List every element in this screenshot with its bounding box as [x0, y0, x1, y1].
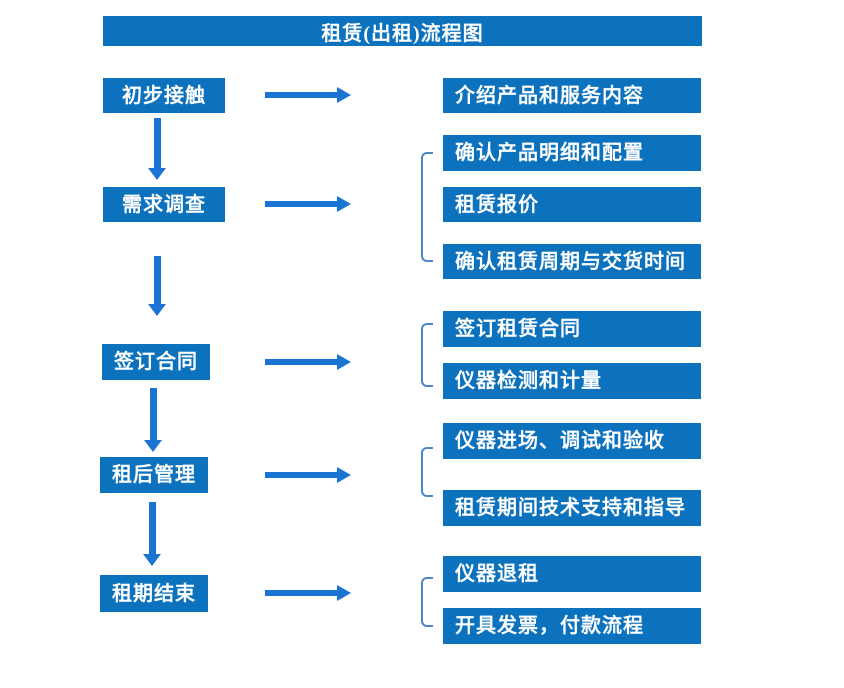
group-bracket	[421, 152, 433, 262]
arrow-down-icon	[148, 118, 166, 180]
arrow-head	[337, 467, 351, 483]
detail-box-confirm-rental-period-delivery: 确认租赁周期与交货时间	[443, 244, 701, 279]
detail-box-instrument-entry-debug-acceptance: 仪器进场、调试和验收	[443, 423, 701, 459]
arrow-right-icon	[265, 585, 351, 601]
arrow-right-icon	[265, 467, 351, 483]
arrow-right-icon	[265, 354, 351, 370]
stage-box-post-rental-management: 租后管理	[100, 457, 208, 493]
group-bracket	[421, 447, 433, 497]
arrow-shaft	[265, 359, 337, 365]
arrow-shaft	[265, 201, 337, 207]
arrow-head	[143, 554, 161, 566]
detail-box-invoice-payment-process: 开具发票，付款流程	[443, 608, 701, 644]
detail-box-sign-rental-contract: 签订租赁合同	[443, 311, 701, 347]
arrow-shaft	[153, 256, 161, 304]
arrow-shaft	[148, 502, 156, 554]
arrow-shaft	[153, 118, 161, 168]
arrow-head	[148, 304, 166, 316]
group-bracket	[421, 577, 433, 627]
arrow-shaft	[265, 92, 337, 98]
detail-box-introduce-products-services: 介绍产品和服务内容	[443, 78, 701, 113]
arrow-head	[337, 196, 351, 212]
arrow-shaft	[149, 388, 157, 440]
detail-box-confirm-product-details: 确认产品明细和配置	[443, 135, 701, 171]
arrow-shaft	[265, 472, 337, 478]
arrow-head	[337, 87, 351, 103]
group-bracket	[421, 323, 433, 387]
stage-box-sign-contract: 签订合同	[102, 344, 210, 380]
arrow-down-icon	[144, 388, 162, 452]
arrow-down-icon	[148, 256, 166, 316]
arrow-head	[148, 168, 166, 180]
flowchart-title: 租赁(出租)流程图	[103, 16, 702, 46]
stage-box-initial-contact: 初步接触	[103, 78, 225, 113]
detail-box-instrument-return: 仪器退租	[443, 556, 701, 592]
arrow-head	[144, 440, 162, 452]
arrow-head	[337, 585, 351, 601]
arrow-right-icon	[265, 196, 351, 212]
arrow-shaft	[265, 590, 337, 596]
arrow-head	[337, 354, 351, 370]
stage-box-rental-end: 租期结束	[100, 575, 208, 612]
stage-box-demand-survey: 需求调查	[103, 187, 225, 222]
detail-box-instrument-inspection-metering: 仪器检测和计量	[443, 363, 701, 399]
arrow-right-icon	[265, 87, 351, 103]
detail-box-rental-quotation: 租赁报价	[443, 187, 701, 222]
detail-box-technical-support-guidance: 租赁期间技术支持和指导	[443, 490, 701, 526]
arrow-down-icon	[143, 502, 161, 566]
